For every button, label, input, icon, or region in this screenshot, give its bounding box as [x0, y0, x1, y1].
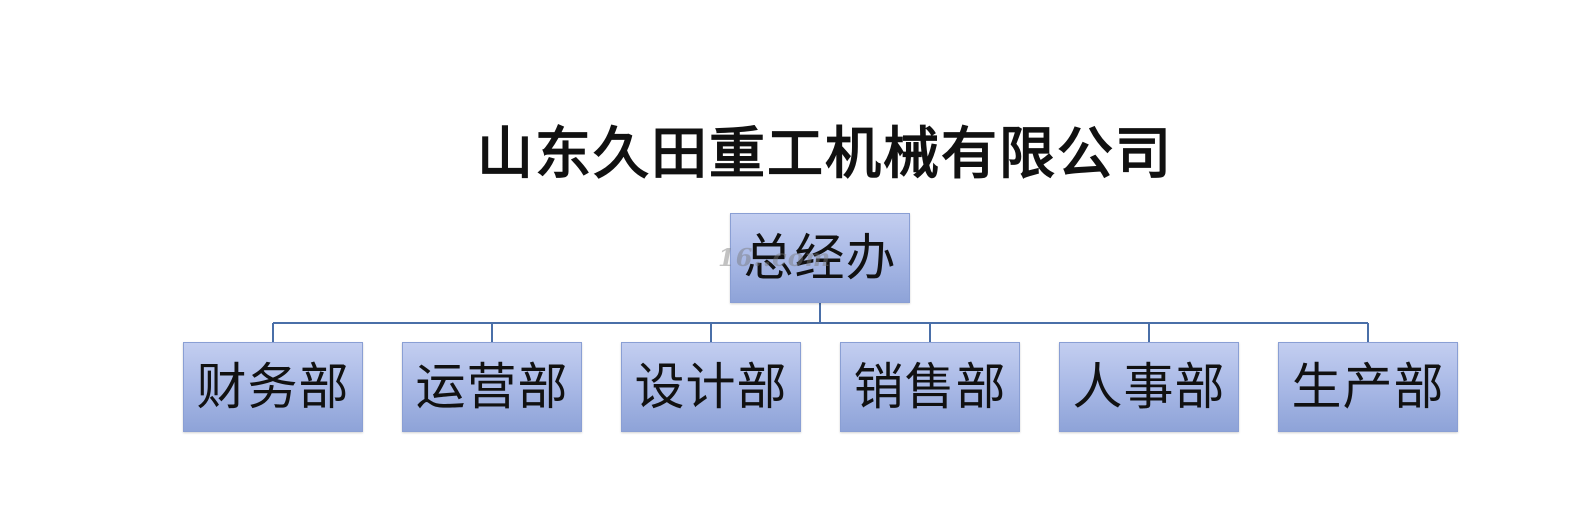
org-node-label: 设计部 [634, 358, 788, 416]
org-node-design: 设计部 [621, 342, 801, 432]
org-node-general-office: 总经办 [730, 213, 910, 303]
org-node-label: 总经办 [743, 229, 897, 287]
org-node-sales: 销售部 [840, 342, 1020, 432]
company-title: 山东久田重工机械有限公司 [477, 122, 1173, 187]
org-node-finance: 财务部 [183, 342, 363, 432]
org-node-label: 运营部 [415, 358, 569, 416]
org-node-label: 生产部 [1291, 358, 1445, 416]
org-node-operations: 运营部 [402, 342, 582, 432]
org-node-production: 生产部 [1278, 342, 1458, 432]
org-node-label: 销售部 [853, 358, 1007, 416]
org-node-label: 人事部 [1072, 358, 1226, 416]
org-node-hr: 人事部 [1059, 342, 1239, 432]
org-node-label: 财务部 [196, 358, 350, 416]
